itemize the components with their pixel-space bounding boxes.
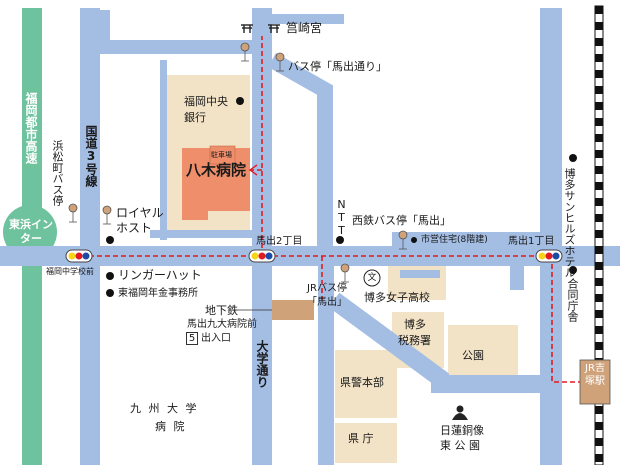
nichiren-label-1: 日蓮銅像 [440,424,484,437]
bus-stop-icon-nishitetsu [398,230,408,250]
hospital-wing [182,208,208,220]
subway-label: 地下鉄 [205,304,238,317]
buildings [165,75,518,463]
road-stub [510,266,524,290]
ringer-hut-label: リンガーハット [118,268,202,282]
interchange-label: 東浜インター [9,218,53,245]
hospital-annex [209,145,236,165]
road-diagonal-south [328,292,540,393]
hamamatsu-bus-label: 浜松町バス停 [51,140,64,206]
traffic-signal-umade1 [535,249,563,263]
hospital-building [182,145,250,220]
road-south [318,266,334,465]
road-lane-h [150,230,252,238]
jr-station-label: JR吉塚駅 [585,363,605,387]
pension-office-label: 東福岡年金事務所 [118,288,198,299]
road-east-connector [392,232,542,246]
exit-number: 5 [186,332,198,345]
shrine-torii-icons [241,24,280,33]
royal-host-label: ロイヤルホスト [116,206,164,235]
building-prefecture [335,423,397,463]
godo-chosha-label: 合同庁舎 [566,278,579,322]
road-top [100,40,252,54]
interchange-circle [3,205,57,259]
traffic-signal-umade2 [248,249,276,263]
statue-icon [452,405,468,420]
bus-stop-icon-royal [102,205,112,225]
tax-office-label-2: 税務署 [398,334,431,347]
hospital-label: 八木病院 [186,161,247,179]
route [73,36,580,383]
school-icon [363,269,381,287]
bus-stop-pins [68,42,408,283]
bus-stop-icon-jr [340,263,350,283]
bus-umade-dori-label: バス停「馬出通り」 [288,60,387,73]
bus-stop-icon-umade-dori [275,52,285,72]
traffic-signal-chugakko [65,249,93,263]
bus-stop-icon-north [240,42,250,62]
road-school [400,270,440,278]
sunhills-label: 博多サンヒルズホテル [563,168,576,278]
bus-stop-icon-hamamatsu [68,203,78,223]
chugakko-label: 福岡中学校前 [46,267,94,276]
daigaku-dori-label: 大学通り [255,340,269,388]
park-label: 公園 [462,349,484,362]
ntt-label: NTT [335,198,348,237]
shiei-label: 市営住宅(8階建) [421,235,488,245]
road-diagonal-north [268,53,333,246]
school-icon-char: 文 [367,273,377,283]
bank-label: 福岡中央銀行 [184,95,228,124]
kyudai-label-2: 病 院 [155,420,187,433]
tax-office-label-1: 博多 [404,318,426,331]
road-east [540,8,562,465]
road-top-left [100,10,110,40]
nichiren-label-2: 東 公 園 [440,439,480,452]
road-top-right [272,14,344,24]
building-park [448,325,518,383]
nishitetsu-bus-label: 西鉄バス停「馬出」 [352,214,451,227]
road-kokudo-3 [80,8,100,465]
jr-bus-label: JRバス停「馬出」 [307,283,347,308]
road-lane [160,60,167,240]
jr-station-block [579,359,611,405]
umade-2-label: 馬出2丁目 [256,236,303,247]
subway-station-label: 馬出九大病院前 [187,319,257,330]
hakozaki-label: 筥崎宮 [286,21,323,35]
route-arrow [248,164,258,176]
kyudai-label-1: 九 州 大 学 [130,402,199,415]
subway-entrance-block [272,300,314,320]
girls-school-label: 博多女子高校 [364,291,430,304]
umade-1-label: 馬出1丁目 [508,236,555,247]
building-girls-school [388,262,446,300]
parking-label: 駐車場 [211,151,232,159]
landmark-dots [106,97,577,297]
building-police [335,350,397,418]
jr-railway [594,5,604,465]
expressway-label: 福岡都市高速 [24,92,38,164]
prefecture-label: 県 庁 [348,432,374,445]
exit-label: 出入口 [201,333,231,344]
kokudo-label: 国道3号線 [84,125,98,187]
police-label: 県警本部 [340,376,384,389]
